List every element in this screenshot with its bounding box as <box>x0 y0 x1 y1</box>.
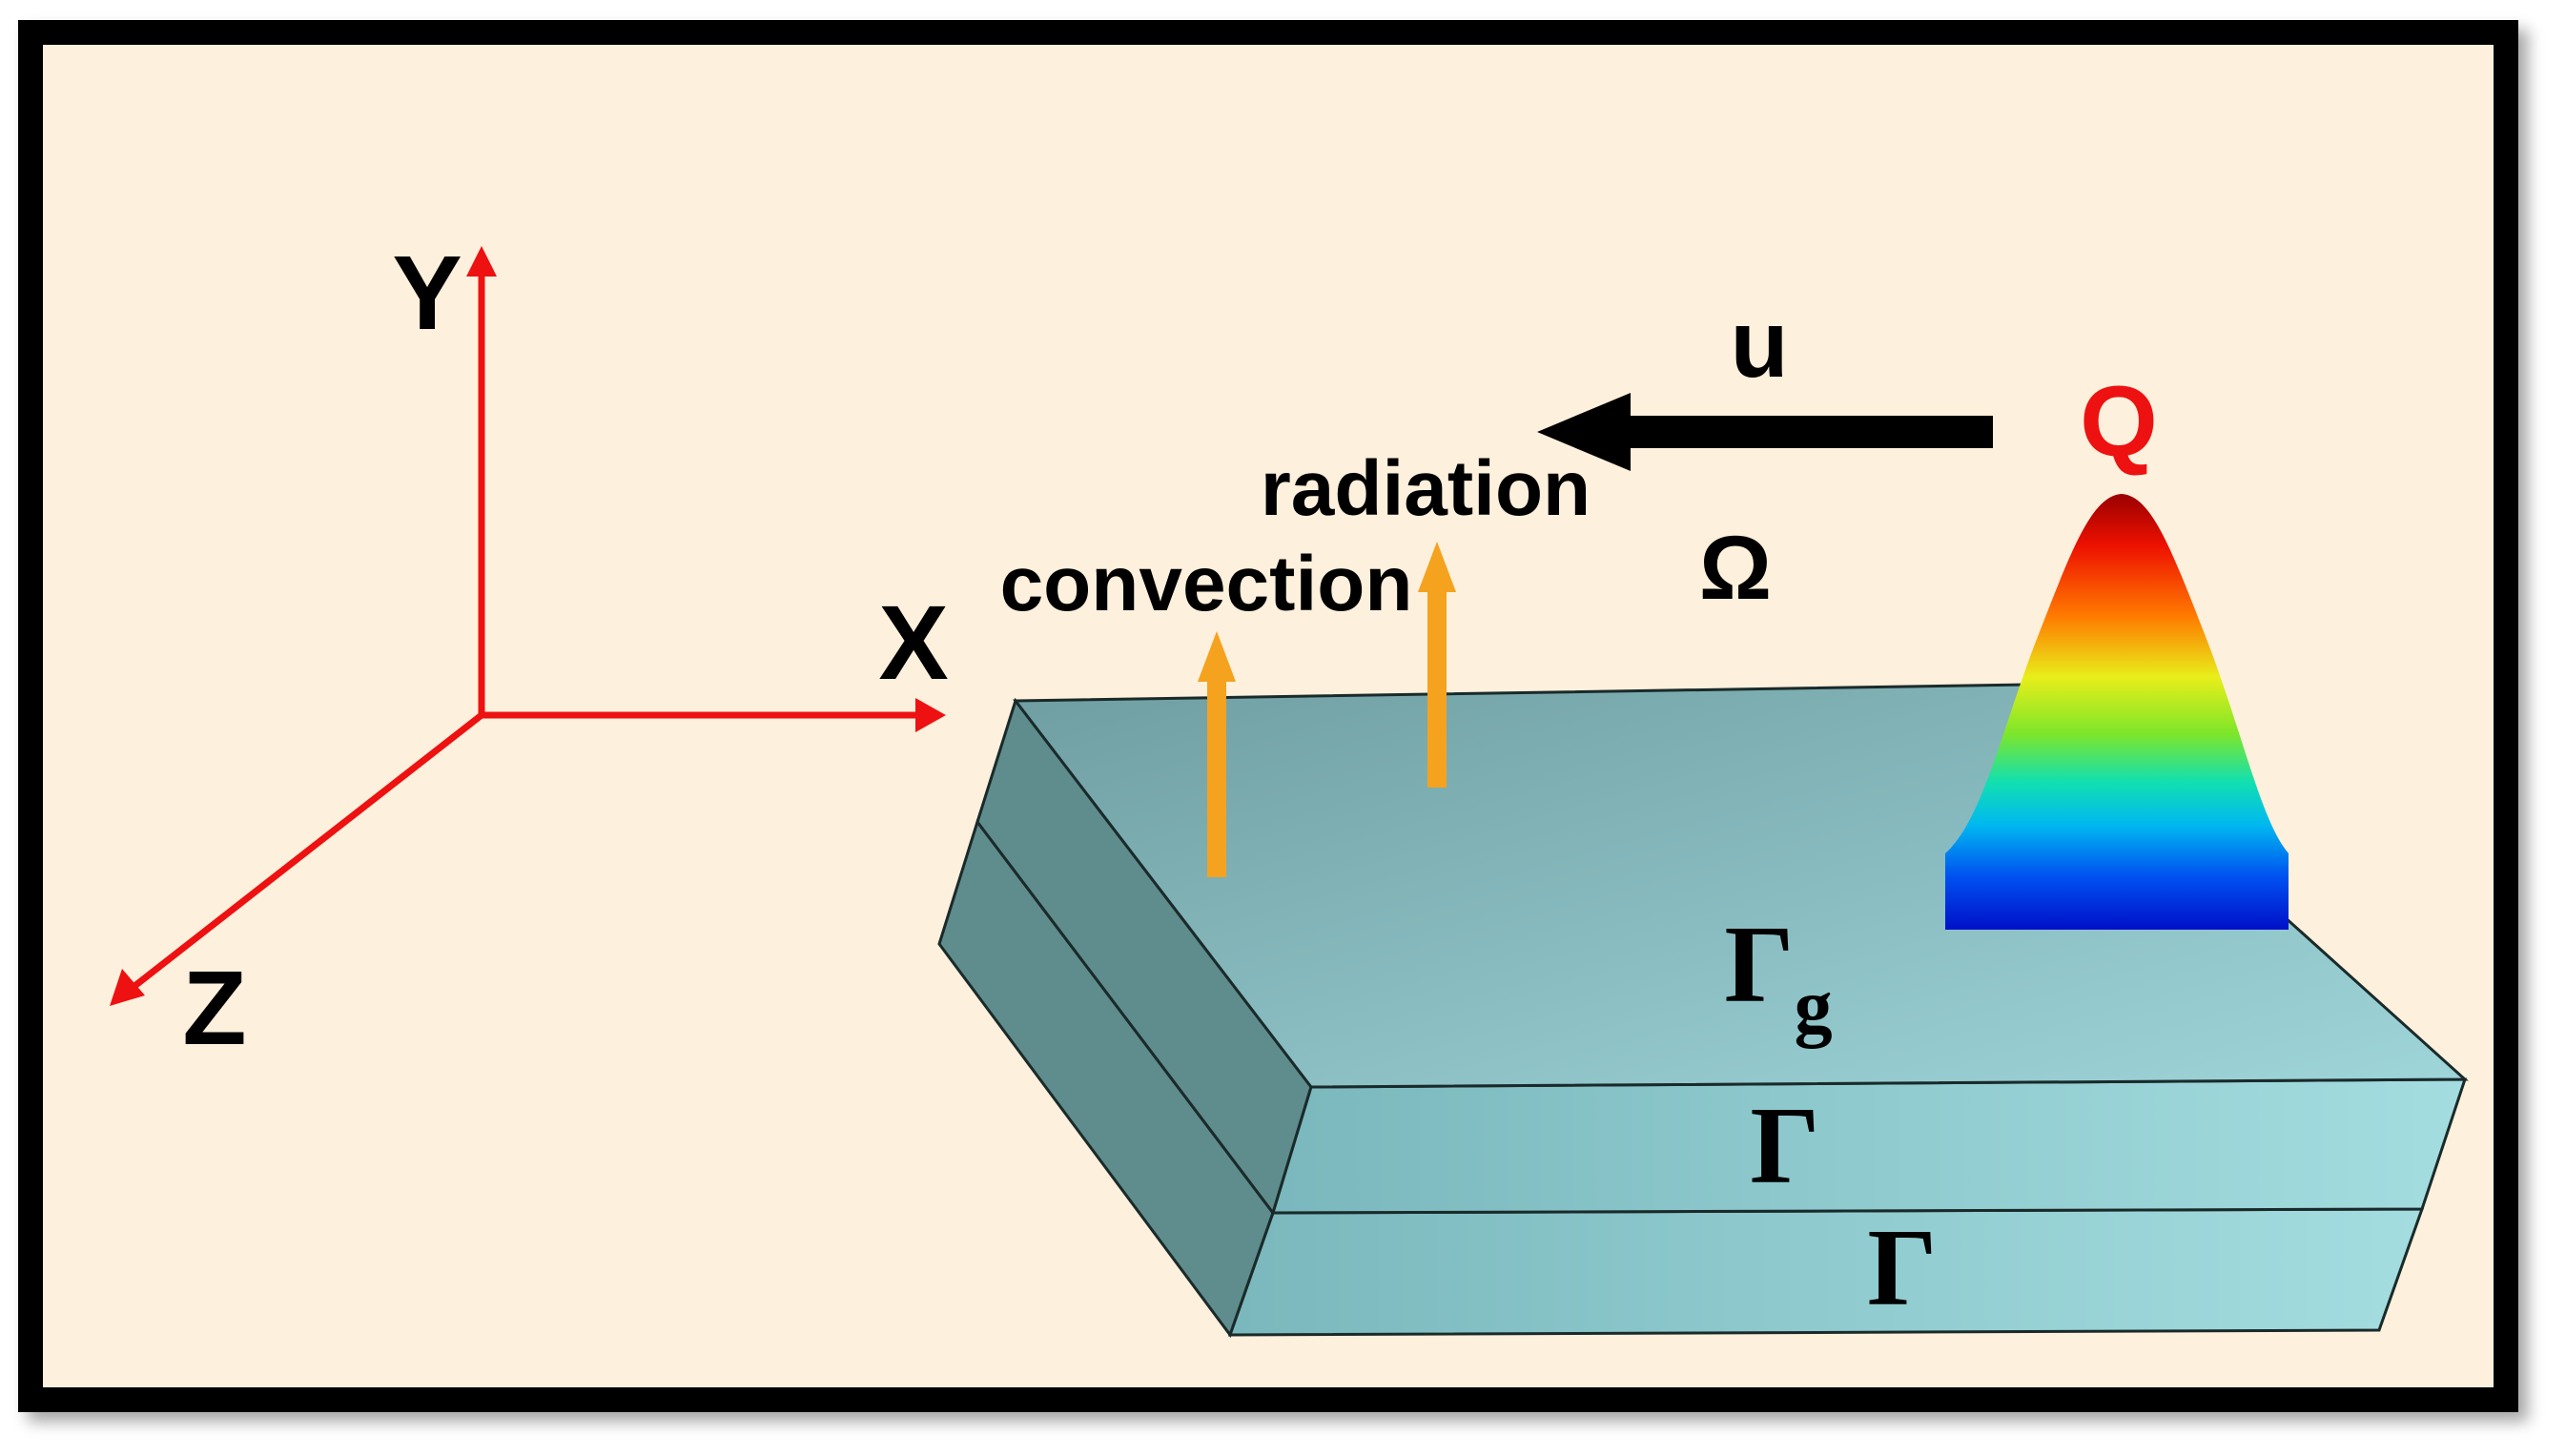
boundary-top-subscript: g <box>1795 965 1833 1049</box>
boundary-bottom-label: Γ <box>1867 1207 1937 1328</box>
z-axis-line <box>131 712 484 990</box>
boundary-top-label: Γg <box>1724 904 1832 1049</box>
velocity-label: u <box>1730 291 1788 398</box>
plate-upper-front <box>1270 1077 2468 1215</box>
z-axis-arrowhead <box>110 969 145 1006</box>
heat-source-label: Q <box>2080 366 2158 478</box>
plate-lower-front <box>1227 1207 2425 1337</box>
velocity-arrow <box>1537 393 1993 471</box>
axis-label-y: Y <box>392 235 462 352</box>
radiation-arrow <box>1418 542 1456 788</box>
convection-label: convection <box>1000 541 1413 627</box>
y-axis-arrowhead <box>466 246 497 277</box>
heat-source-distribution <box>1945 494 2289 930</box>
x-axis-arrowhead <box>915 698 946 732</box>
coordinate-axes <box>110 246 946 1006</box>
convection-arrow <box>1198 631 1236 877</box>
boundary-top-gamma: Γ <box>1724 904 1794 1025</box>
axis-label-x: X <box>878 584 948 702</box>
axis-label-z: Z <box>182 950 246 1067</box>
radiation-label: radiation <box>1261 445 1591 532</box>
domain-label: Ω <box>1699 518 1772 619</box>
boundary-middle-label: Γ <box>1750 1085 1819 1206</box>
